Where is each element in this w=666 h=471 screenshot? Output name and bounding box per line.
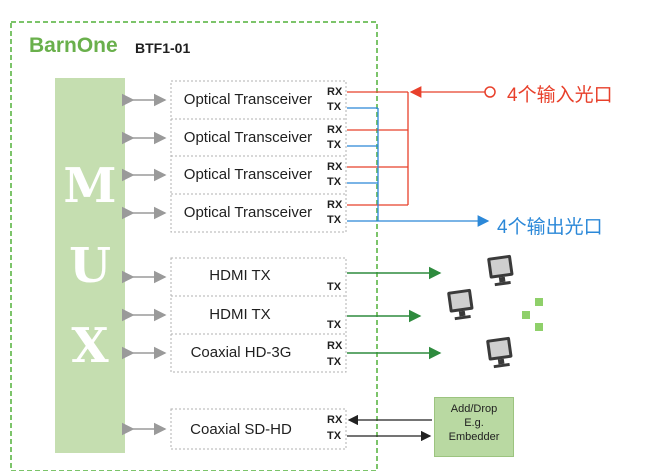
sdhd-box (170, 408, 347, 450)
tx-port-label: TX (327, 319, 342, 331)
tx-port-label: TX (327, 101, 342, 113)
model-label: BTF1-01 (135, 40, 191, 56)
video-group-box (170, 257, 347, 373)
tx-output-lines (347, 107, 490, 227)
rx-port-label: RX (327, 199, 343, 211)
coaxial-hd3g-label: Coaxial HD-3G (190, 344, 292, 361)
embedder-line: E.g. (464, 417, 484, 429)
brand-logo: BarnOne (29, 34, 118, 57)
decor-squares (522, 298, 543, 331)
tx-port-label: TX (327, 139, 342, 151)
optical-transceiver-label: Optical Transceiver (183, 166, 313, 183)
coaxial-sdhd-label: Coaxial SD-HD (190, 421, 292, 438)
mux-connectors (121, 93, 167, 436)
rx-input-lines (347, 86, 485, 206)
hdmi-tx-label: HDMI TX (209, 267, 271, 284)
monitor-icon (447, 288, 474, 321)
tx-port-label: TX (327, 281, 342, 293)
rx-port-label: RX (327, 86, 343, 98)
tx-port-label: TX (327, 214, 342, 226)
rx-port-label: RX (327, 414, 343, 426)
rx-port-label: RX (327, 161, 343, 173)
monitor-icon (487, 254, 514, 287)
tx-port-label: TX (327, 430, 342, 442)
optical-transceiver-label: Optical Transceiver (183, 91, 313, 108)
embedder-box: Add/Drop E.g. Embedder (434, 397, 514, 457)
mux-block (55, 78, 125, 453)
embedder-line: Add/Drop (450, 403, 498, 415)
rx-port-label: RX (327, 340, 343, 352)
embedder-line: Embedder (448, 431, 500, 443)
tx-port-label: TX (327, 176, 342, 188)
mux-letter: X (71, 318, 109, 374)
optical-input-annotation: 4个输入光口 (507, 85, 613, 106)
video-output-lines (347, 266, 442, 360)
hdmi-tx-label: HDMI TX (209, 306, 271, 323)
monitor-icon (486, 336, 513, 369)
optical-output-annotation: 4个输出光口 (497, 217, 603, 238)
rx-port-label: RX (327, 124, 343, 136)
optical-transceiver-label: Optical Transceiver (183, 204, 313, 221)
embedder-lines (347, 414, 432, 442)
mux-letter: U (69, 238, 111, 294)
input-port-circle (484, 86, 496, 98)
optical-transceiver-label: Optical Transceiver (183, 129, 313, 146)
tx-port-label: TX (327, 356, 342, 368)
mux-letter: M (63, 158, 117, 214)
